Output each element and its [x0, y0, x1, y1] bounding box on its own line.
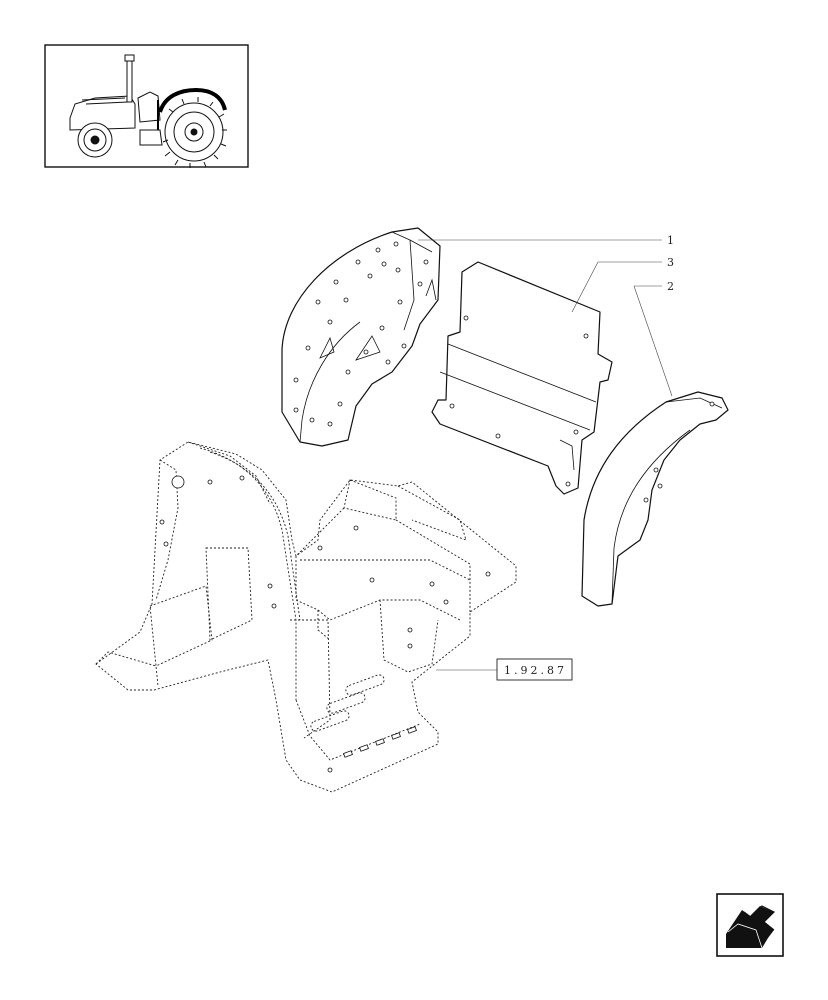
platform-frame-part	[95, 441, 517, 793]
back-arrow-icon[interactable]	[716, 893, 784, 957]
reference-label[interactable]: 1.92.87	[504, 664, 567, 677]
callout-2: 2	[667, 280, 674, 293]
left-fender-part	[281, 227, 441, 447]
center-plate-part	[431, 261, 613, 495]
tractor-thumbnail-icon	[44, 44, 249, 168]
callout-1: 1	[667, 234, 674, 247]
reference-box[interactable]: 1.92.87	[496, 658, 573, 681]
callout-3: 3	[667, 256, 674, 269]
leader-lines	[418, 239, 673, 671]
right-fender-part	[581, 391, 729, 607]
